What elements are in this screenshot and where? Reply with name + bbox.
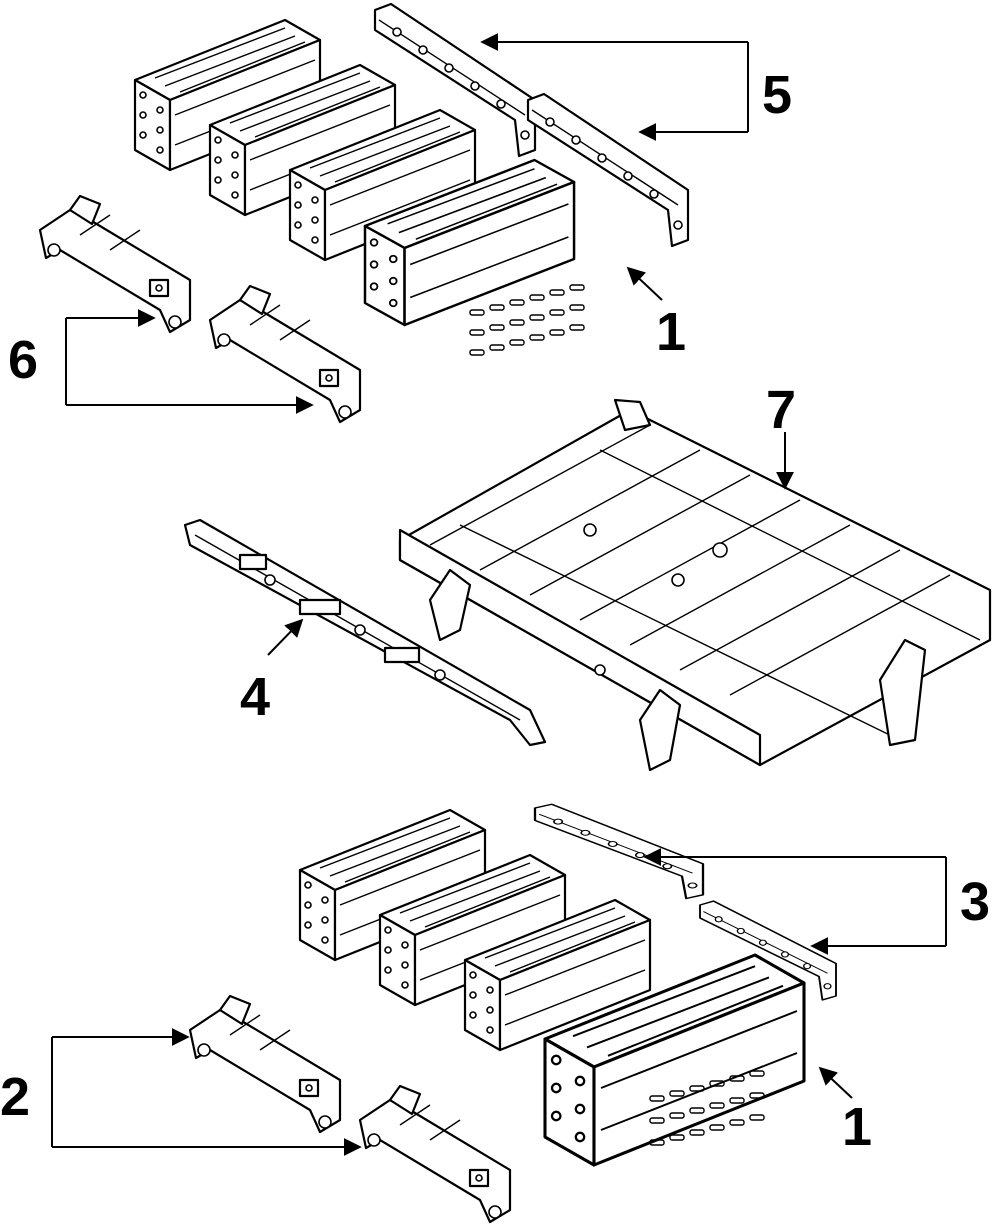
- callout-labels: 5 1 6 7 4 3 2 1: [0, 65, 990, 1157]
- callout-7: 7: [766, 380, 796, 440]
- battery-side-rail: [183, 518, 547, 747]
- callout-2: 2: [0, 1067, 30, 1127]
- callout-5: 5: [762, 65, 792, 125]
- callout-4: 4: [240, 667, 270, 727]
- callout-1-top: 1: [656, 302, 686, 362]
- callout-1-bottom: 1: [842, 1097, 872, 1157]
- battery-tray: [398, 398, 992, 772]
- callout-6: 6: [8, 330, 38, 390]
- battery-clamp-brackets-bottom: [188, 994, 512, 1224]
- battery-module-stack-top: [133, 18, 585, 356]
- leader-lines: [51, 33, 947, 1156]
- callout-3: 3: [960, 872, 990, 932]
